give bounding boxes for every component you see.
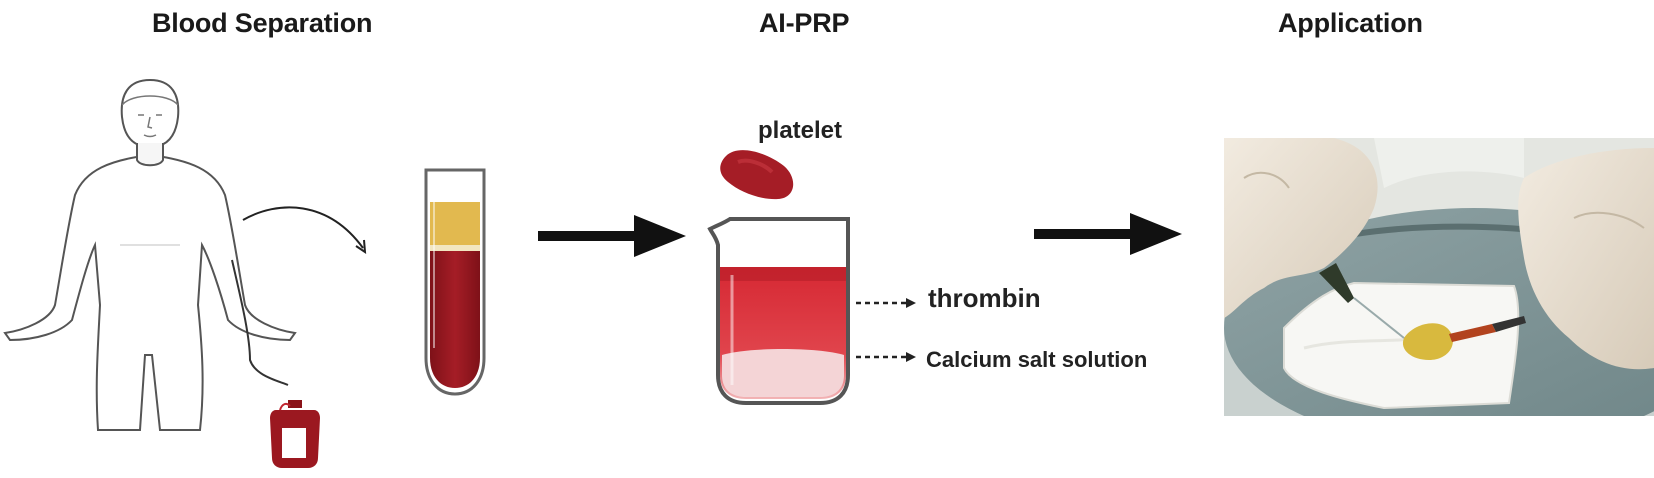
test-tube-icon xyxy=(424,168,486,396)
title-blood-separation: Blood Separation xyxy=(152,8,373,38)
label-platelet: platelet xyxy=(758,117,843,144)
beaker-icon xyxy=(707,217,850,405)
arrow-right-icon xyxy=(1034,213,1182,255)
label-calcium-salt-solution: Calcium salt solution xyxy=(926,347,1148,372)
blood-bag-icon xyxy=(270,400,320,468)
platelet-icon xyxy=(720,150,794,200)
label-thrombin: thrombin xyxy=(928,283,1041,313)
human-figure-icon xyxy=(3,78,297,431)
application-photo xyxy=(1224,138,1654,416)
calcium-pointer xyxy=(856,352,916,362)
title-application: Application xyxy=(1278,8,1423,38)
curved-arrow-icon xyxy=(242,206,367,254)
arrow-right-icon xyxy=(538,215,686,257)
title-ai-prp: AI-PRP xyxy=(759,8,850,38)
thrombin-pointer xyxy=(856,298,916,308)
